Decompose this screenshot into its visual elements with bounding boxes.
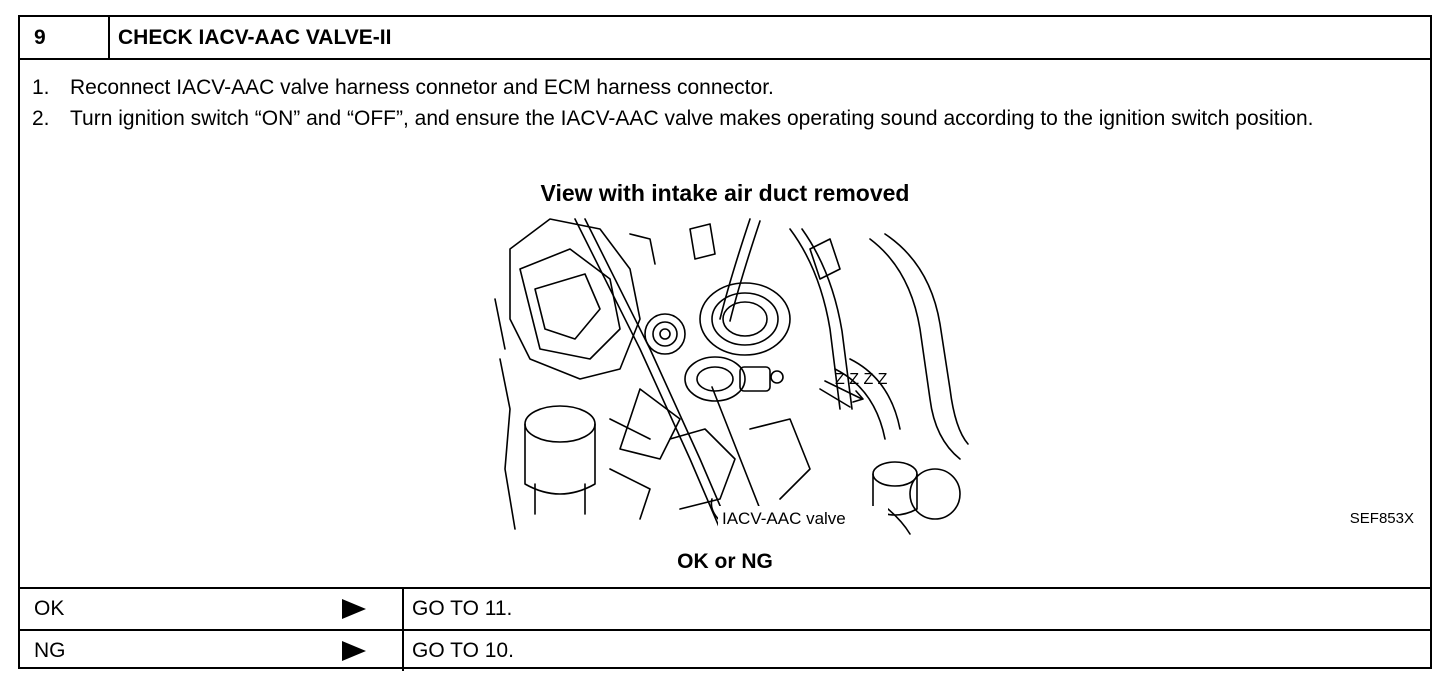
instruction-number: 2.	[32, 107, 50, 130]
engine-bay-illustration: Z Z Z Z IACV-AAC valve	[494, 218, 969, 535]
instruction-item: 2. Turn ignition switch “ON” and “OFF”, …	[32, 103, 1422, 134]
instruction-text: Reconnect IACV-AAC valve harness conneto…	[70, 76, 774, 99]
result-action: GO TO 11.	[412, 597, 513, 620]
instruction-list: 1. Reconnect IACV-AAC valve harness conn…	[32, 72, 1422, 134]
step-header: 9 CHECK IACV-AAC VALVE-II	[20, 17, 1430, 60]
step-number: 9	[20, 17, 110, 58]
iacv-aac-valve-callout: IACV-AAC valve	[722, 509, 846, 528]
step-title: CHECK IACV-AAC VALVE-II	[118, 26, 392, 49]
result-condition: OK	[34, 597, 65, 620]
column-divider	[402, 631, 404, 671]
result-row-ok: OK GO TO 11.	[20, 587, 1430, 629]
result-condition: NG	[34, 639, 66, 662]
play-arrow-icon	[342, 599, 366, 619]
instruction-text: Turn ignition switch “ON” and “OFF”, and…	[70, 107, 1314, 130]
result-label: OK or NG	[677, 550, 773, 573]
instruction-number: 1.	[32, 76, 50, 99]
result-action: GO TO 10.	[412, 639, 514, 662]
sound-indicator: Z Z Z Z	[835, 371, 888, 388]
play-arrow-icon	[342, 641, 366, 661]
inspection-step-table: 9 CHECK IACV-AAC VALVE-II 1. Reconnect I…	[18, 15, 1432, 671]
result-row-ng: NG GO TO 10.	[20, 629, 1430, 671]
instruction-item: 1. Reconnect IACV-AAC valve harness conn…	[32, 72, 1422, 103]
figure-code: SEF853X	[1349, 510, 1414, 527]
column-divider	[402, 589, 404, 629]
figure-title: View with intake air duct removed	[540, 180, 910, 206]
